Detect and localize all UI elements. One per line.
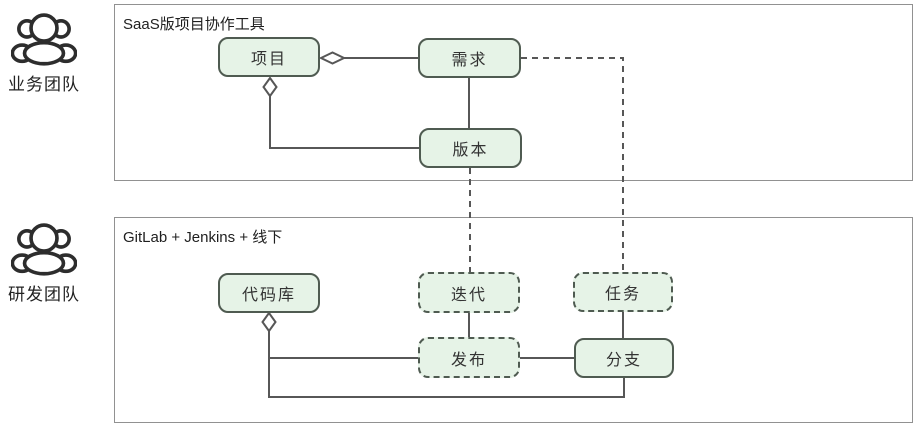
- node-repo: 代码库: [218, 273, 320, 313]
- node-version: 版本: [419, 128, 522, 168]
- team-business-label: 业务团队: [8, 75, 80, 94]
- team-dev-label: 研发团队: [8, 285, 80, 304]
- node-project: 项目: [218, 37, 320, 77]
- node-task: 任务: [573, 272, 673, 312]
- node-requirement: 需求: [418, 38, 521, 78]
- node-iteration: 迭代: [418, 272, 520, 313]
- node-branch: 分支: [574, 338, 674, 378]
- node-release: 发布: [418, 337, 520, 378]
- team-business: 业务团队: [0, 7, 88, 95]
- container-gitlab-jenkins: GitLab + Jenkins + 线下: [114, 217, 913, 423]
- container-saas-title: SaaS版项目协作工具: [123, 16, 265, 33]
- people-group-icon: [11, 223, 77, 276]
- container-gitlab-title: GitLab + Jenkins + 线下: [123, 229, 283, 246]
- team-dev: 研发团队: [0, 217, 88, 305]
- people-group-icon: [11, 13, 77, 66]
- container-saas-tool: SaaS版项目协作工具: [114, 4, 913, 181]
